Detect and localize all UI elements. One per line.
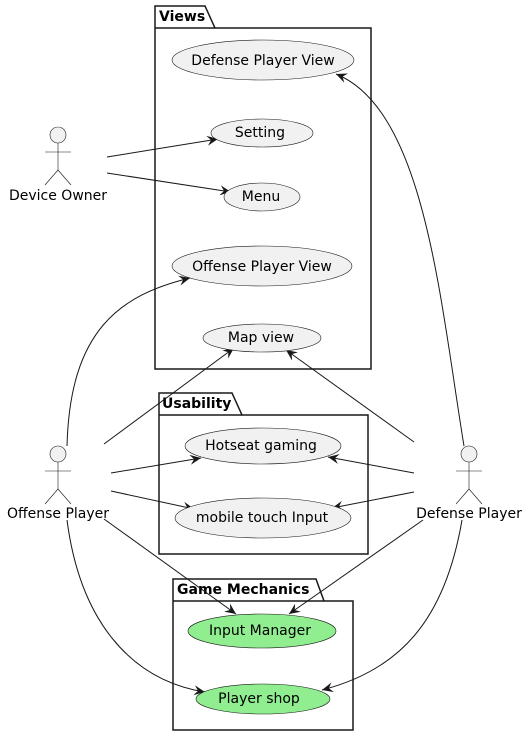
use-case-input-manager: Input Manager [187,613,337,649]
edge-defense-touch [331,491,415,511]
edge-defense-map [285,349,415,443]
edge-offense-map [103,347,235,445]
edge-defense-hotseat [327,454,415,474]
use-case-menu: Menu [223,182,301,212]
use-case-label: Menu [242,189,280,205]
use-case-defense-player-view: Defense Player View [171,39,355,81]
use-case-label: Input Manager [209,623,311,639]
use-case-map-view: Map view [202,323,322,353]
use-case-setting: Setting [210,118,314,148]
use-case-mobile-touch-input: mobile touch Input [174,497,352,539]
package-views-title: Views [159,9,205,25]
edge-offense-inputmanager [103,518,237,615]
edge-offense-touch [110,490,195,512]
edge-offense-offenseview [66,275,191,447]
actor-label: Device Owner [9,188,107,204]
edge-defense-inputmanager [288,519,424,615]
actor-icon [455,445,483,505]
actor-icon [44,126,72,186]
actor-defense-player: Defense Player [416,445,522,522]
edge-offense-shop [66,519,206,696]
edge-offense-hotseat [110,454,202,474]
actor-label: Offense Player [7,506,109,522]
use-case-player-shop: Player shop [195,683,331,715]
use-case-hotseat-gaming: Hotseat gaming [184,427,342,465]
package-game-mechanics-title: Game Mechanics [177,582,309,598]
edges [66,73,465,696]
edge-defense-shop [321,519,463,693]
use-case-label: Player shop [218,691,300,707]
actor-device-owner: Device Owner [9,126,107,204]
use-case-offense-player-view: Offense Player View [171,245,353,287]
edge-owner-setting [106,135,219,158]
package-usability-title: Usability [162,396,231,412]
actor-label: Defense Player [416,506,522,522]
edge-defense-defenseview [335,73,465,447]
use-case-label: Hotseat gaming [205,438,317,454]
use-case-label: Map view [228,330,294,346]
actor-offense-player: Offense Player [7,445,109,522]
edge-owner-menu [106,172,232,196]
use-case-label: Setting [235,125,285,141]
use-case-label: Offense Player View [192,259,332,275]
use-case-label: Defense Player View [191,53,334,69]
use-case-label: mobile touch Input [196,510,329,526]
actor-icon [44,445,72,505]
